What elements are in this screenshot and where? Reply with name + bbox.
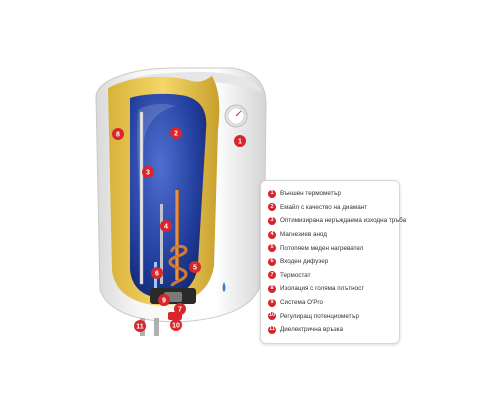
legend-label: Изолация с голяма плътност: [280, 285, 365, 293]
svg-text:8: 8: [116, 132, 120, 139]
thermometer-needle: [235, 110, 242, 117]
legend-item: 4 Магнезиев анод: [268, 228, 393, 242]
legend-number: 1: [268, 189, 276, 198]
svg-text:7: 7: [178, 307, 182, 314]
legend-label: Система O'Pro: [280, 299, 324, 307]
legend-item: 2 Емайл с качество на диамант: [268, 201, 393, 215]
legend-number: 2: [268, 203, 276, 212]
callout-11: 11: [134, 320, 146, 332]
legend-label: Термостат: [280, 271, 311, 279]
legend-label: Входен дифузер: [280, 258, 329, 266]
brand-drop-icon: [222, 282, 226, 292]
callout-6: 6: [151, 267, 163, 279]
legend-label: Потопяем меден нагревател: [280, 244, 364, 252]
callout-5: 5: [189, 261, 201, 273]
legend-number: 4: [268, 230, 276, 239]
legend-item: 6 Входен дифузер: [268, 255, 393, 269]
svg-text:1: 1: [238, 139, 242, 146]
legend-number: 9: [268, 298, 276, 307]
outlet-pipe: [139, 111, 144, 285]
legend-number: 6: [268, 257, 276, 266]
copper-heater-rod: [175, 190, 179, 280]
legend-item: 8 Изолация с голяма плътност: [268, 282, 393, 296]
callout-9: 9: [158, 294, 170, 306]
legend-list: 1 Външен термометър 2 Емайл с качество на …: [268, 187, 406, 337]
legend-number: 11: [268, 325, 276, 334]
svg-text:11: 11: [136, 324, 144, 331]
svg-text:3: 3: [146, 170, 150, 177]
svg-text:2: 2: [174, 131, 178, 138]
legend-label: Оптимизирана неръждаема изходна тръба: [280, 217, 407, 225]
magnesium-anode: [160, 204, 163, 284]
legend-item: 11 Диелектрична връзка: [268, 323, 393, 337]
parts-legend: 1 Външен термометър 2 Емайл с качество на …: [260, 180, 406, 344]
legend-item: 3 Оптимизирана неръждаема изходна тръба: [268, 214, 406, 228]
legend-number: 5: [268, 244, 276, 253]
legend-label: Регулиращ потенциометър: [280, 312, 359, 320]
legend-number: 10: [268, 312, 276, 321]
legend-number: 7: [268, 271, 276, 280]
legend-item: 10 Регулиращ потенциометър: [268, 309, 393, 323]
legend-item: 5 Потопяем меден нагревател: [268, 241, 393, 255]
callout-3: 3: [142, 166, 154, 178]
inlet-connection: [154, 318, 159, 336]
legend-label: Диелектрична връзка: [280, 326, 344, 334]
copper-coil: [168, 244, 188, 287]
callout-1: 1: [234, 135, 246, 147]
callout-8: 8: [112, 128, 124, 140]
callout-7: 7: [174, 303, 186, 315]
tank-highlight: [137, 103, 176, 200]
legend-label: Външен термометър: [280, 190, 341, 198]
inner-tank: [130, 93, 207, 298]
legend-label: Магнезиев анод: [280, 231, 327, 239]
legend-item: 9 Система O'Pro: [268, 296, 393, 310]
svg-text:10: 10: [172, 323, 180, 330]
svg-text:9: 9: [162, 298, 166, 305]
legend-number: 8: [268, 284, 276, 293]
callout-4: 4: [160, 220, 172, 232]
legend-item: 7 Термостат: [268, 269, 393, 283]
callout-10: 10: [170, 319, 182, 331]
legend-number: 3: [268, 216, 276, 225]
callout-2: 2: [170, 127, 182, 139]
svg-text:5: 5: [193, 265, 197, 272]
svg-text:6: 6: [155, 271, 159, 278]
svg-text:4: 4: [164, 224, 168, 231]
legend-item: 1 Външен термометър: [268, 187, 393, 201]
legend-label: Емайл с качество на диамант: [280, 203, 368, 211]
